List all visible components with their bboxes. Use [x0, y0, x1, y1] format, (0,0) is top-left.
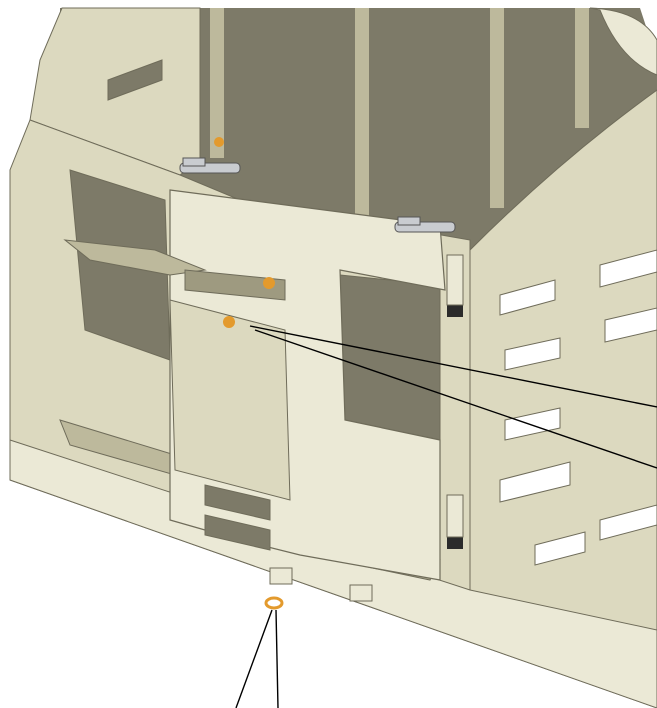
back-bar [210, 8, 224, 158]
fastener-upper [263, 277, 275, 289]
front-right-opening [339, 274, 441, 441]
right-wall-top [589, 7, 657, 76]
right-side-slots [499, 249, 657, 566]
top-left-hinge [179, 157, 241, 174]
door-lip [184, 269, 286, 301]
lower-latch [447, 537, 463, 549]
upper-latch [447, 305, 463, 317]
door-inner-panel [169, 299, 291, 501]
back-bar [575, 8, 589, 128]
bottom-clip [269, 567, 293, 585]
callout-leaders-bottom [235, 609, 279, 708]
latch-post [446, 254, 464, 306]
callout-leaders-right [249, 325, 657, 469]
fastener-middle [223, 316, 235, 328]
top-right-hinge [394, 216, 456, 233]
fastener-top [214, 137, 224, 147]
bottom-ring-fastener [264, 596, 284, 610]
back-bar [490, 8, 504, 208]
latch-post [446, 494, 464, 538]
door-bottom-vents [204, 484, 271, 551]
back-bar [355, 8, 369, 218]
bottom-clip [349, 584, 373, 602]
